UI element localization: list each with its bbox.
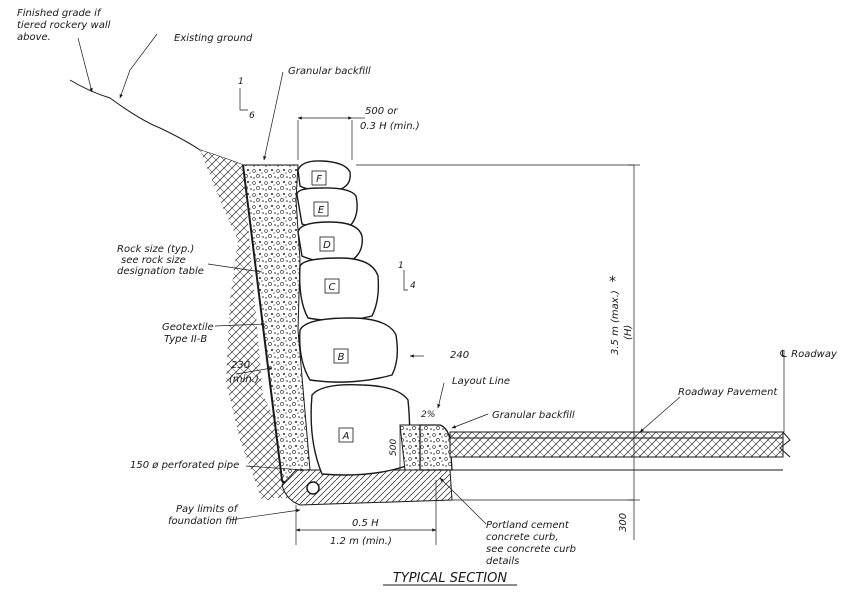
finished-grade-label-1: Finished grade if xyxy=(17,8,102,19)
rock-size-label-2: see rock size xyxy=(121,255,186,266)
rock-labels: F E D C B A xyxy=(311,170,354,443)
slope-rise-label: 1 xyxy=(238,77,244,87)
concrete-curb xyxy=(419,424,453,471)
geotextile-label-2: Type II-B xyxy=(164,334,207,345)
rock-label-b: B xyxy=(338,352,345,363)
dim-bottom-1-label: 0.5 H xyxy=(352,518,379,529)
portland-label-1: Portland cement xyxy=(486,520,570,531)
roadway-pavement-label: Roadway Pavement xyxy=(678,387,778,398)
dim-500-label: 500 xyxy=(389,439,399,456)
perforated-pipe-label: 150 ø perforated pipe xyxy=(130,460,239,471)
foundation-fill xyxy=(281,469,453,506)
rock-label-a: A xyxy=(342,431,350,442)
layout-line-label: Layout Line xyxy=(452,376,510,387)
rock-size-label-1: Rock size (typ.) xyxy=(117,244,194,255)
rock-size-label-3: designation table xyxy=(117,266,204,277)
grade-2pct-label: 2% xyxy=(421,410,435,420)
pay-limits-label-2: foundation fill xyxy=(168,516,237,527)
finished-grade-label-3: above. xyxy=(17,32,51,43)
granular-backfill-curb-label: Granular backfill xyxy=(492,410,575,421)
existing-ground-line xyxy=(69,79,244,166)
finished-grade-label-2: tiered rockery wall xyxy=(17,20,111,31)
dim-top-line1: 500 or xyxy=(365,106,398,117)
height-h-label: (H) xyxy=(623,325,634,340)
granular-backfill-top-label: Granular backfill xyxy=(288,66,371,77)
dim-230-min-label: (min.) xyxy=(229,374,259,385)
rockery-wall xyxy=(296,160,411,476)
dim-300-label: 300 xyxy=(618,513,629,532)
batter-rise-label: 1 xyxy=(398,261,404,271)
rock-label-c: C xyxy=(329,282,336,293)
rock-a xyxy=(310,384,411,476)
existing-ground-label: Existing ground xyxy=(174,33,253,44)
drawing-title: TYPICAL SECTION xyxy=(393,571,507,586)
portland-label-4: details xyxy=(486,556,519,567)
pay-limits-label-1: Pay limits of xyxy=(176,504,239,515)
portland-label-2: concrete curb, xyxy=(486,532,558,543)
rock-label-d: D xyxy=(323,240,331,251)
batter-run-label: 4 xyxy=(410,281,416,291)
dim-230-label: 230 xyxy=(231,360,250,371)
roadway-cl-label: ℄ Roadway xyxy=(779,349,838,360)
perforated-pipe xyxy=(306,481,320,495)
portland-label-3: see concrete curb xyxy=(486,544,576,555)
height-dim-label: 3.5 m (max.) xyxy=(610,290,621,355)
roadway-pavement xyxy=(449,431,784,458)
rock-b xyxy=(299,317,399,383)
dim-bottom-2-label: 1.2 m (min.) xyxy=(330,536,392,547)
rock-label-e: E xyxy=(318,205,325,216)
height-star-label: * xyxy=(609,274,616,290)
slope-run-label: 6 xyxy=(249,111,255,121)
geotextile-label-1: Geotextile xyxy=(162,322,214,333)
rock-label-f: F xyxy=(316,174,322,185)
dim-240-label: 240 xyxy=(450,350,469,361)
dim-top-line2: 0.3 H (min.) xyxy=(360,121,420,132)
